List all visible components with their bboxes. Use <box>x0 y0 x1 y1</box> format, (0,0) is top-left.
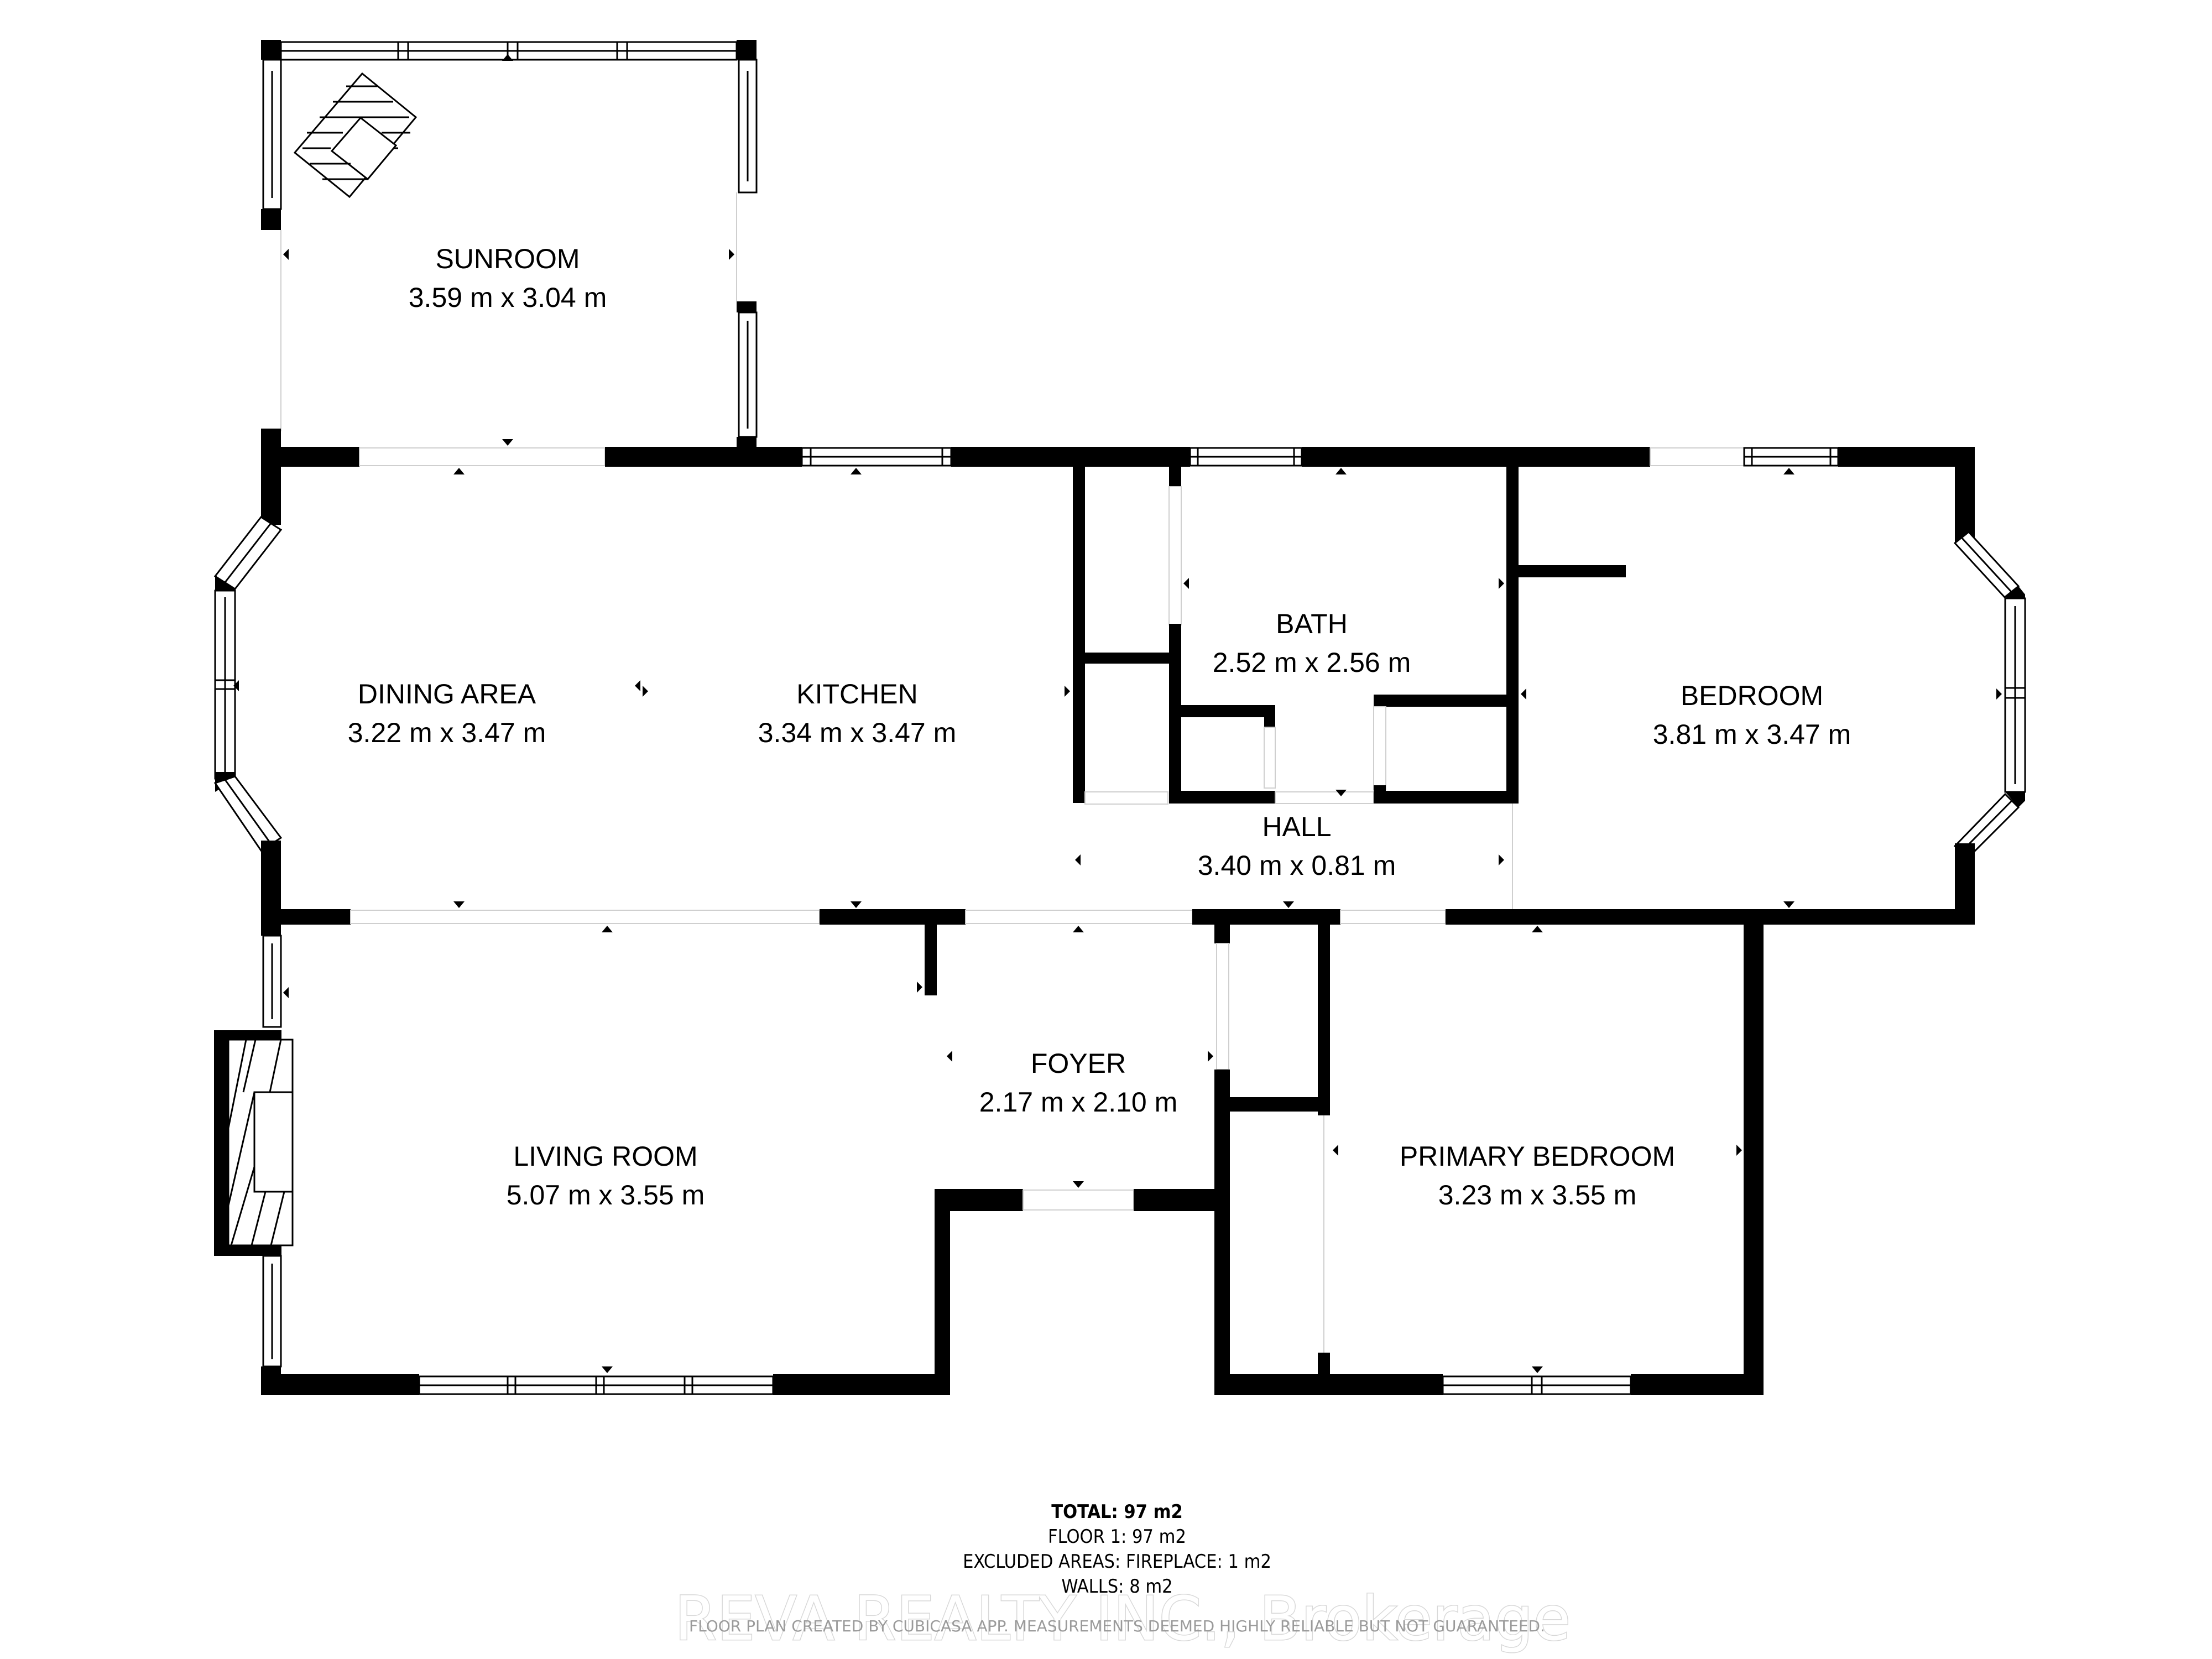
dimension-markers <box>233 54 2002 1373</box>
brokerage-watermark: REVA REALTY INC., Brokerage <box>675 1583 1571 1654</box>
room-dining-area: DINING AREA 3.22 m x 3.47 m <box>348 679 546 748</box>
room-sunroom: SUNROOM 3.59 m x 3.04 m <box>409 243 607 313</box>
room-name: BATH <box>1276 608 1348 639</box>
room-hall: HALL 3.40 m x 0.81 m <box>1198 811 1396 881</box>
room-living-room: LIVING ROOM 5.07 m x 3.55 m <box>507 1141 705 1211</box>
room-name: FOYER <box>1031 1048 1126 1079</box>
main-top-wall <box>261 447 1975 467</box>
room-name: KITCHEN <box>796 679 917 709</box>
excluded-areas: EXCLUDED AREAS: FIREPLACE: 1 m2 <box>963 1551 1271 1573</box>
area-summary: TOTAL: 97 m2 FLOOR 1: 97 m2 EXCLUDED ARE… <box>963 1501 1271 1598</box>
sunroom-walls <box>261 40 758 467</box>
room-bath: BATH 2.52 m x 2.56 m <box>1213 608 1411 678</box>
front-door-opening <box>1022 1190 1134 1211</box>
room-name: HALL <box>1262 811 1331 842</box>
room-dimensions: 3.34 m x 3.47 m <box>758 717 957 748</box>
room-kitchen: KITCHEN 3.34 m x 3.47 m <box>758 679 957 748</box>
total-area: TOTAL: 97 m2 <box>1051 1501 1183 1523</box>
room-name: DINING AREA <box>358 679 536 709</box>
room-primary-bedroom: PRIMARY BEDROOM 3.23 m x 3.55 m <box>1400 1141 1675 1211</box>
room-dimensions: 3.59 m x 3.04 m <box>409 282 607 313</box>
room-foyer: FOYER 2.17 m x 2.10 m <box>979 1048 1178 1118</box>
walls-area: WALLS: 8 m2 <box>1061 1575 1172 1598</box>
main-middle-wall <box>261 909 1975 925</box>
room-name: BEDROOM <box>1681 680 1823 711</box>
room-dimensions: 2.17 m x 2.10 m <box>979 1087 1178 1118</box>
primary-bedroom-walls <box>1230 925 1764 1395</box>
room-bedroom: BEDROOM 3.81 m x 3.47 m <box>1653 680 1851 750</box>
bedroom-bay-window <box>1953 467 2026 925</box>
room-name: LIVING ROOM <box>513 1141 697 1172</box>
room-dimensions: 3.40 m x 0.81 m <box>1198 850 1396 881</box>
room-dimensions: 5.07 m x 3.55 m <box>507 1180 705 1211</box>
room-dimensions: 2.52 m x 2.56 m <box>1213 647 1411 678</box>
fireplace-icon <box>214 1030 294 1256</box>
foyer-walls <box>945 925 1230 1395</box>
hall-foyer-opening <box>965 910 1193 924</box>
watermark: REVA REALTY INC., Brokerage FLOOR PLAN C… <box>674 1583 1572 1655</box>
bath-walls <box>1073 467 1626 909</box>
room-dimensions: 3.22 m x 3.47 m <box>348 717 546 748</box>
hall-primary-opening <box>1340 910 1446 924</box>
room-name: PRIMARY BEDROOM <box>1400 1141 1675 1172</box>
room-name: SUNROOM <box>435 243 580 274</box>
sunroom-dining-opening <box>359 447 606 466</box>
dining-bay-window <box>213 467 283 925</box>
room-dimensions: 3.23 m x 3.55 m <box>1438 1180 1637 1211</box>
disclaimer-text: FLOOR PLAN CREATED BY CUBICASA APP. MEAS… <box>689 1617 1545 1635</box>
living-room-walls <box>214 925 950 1395</box>
dining-living-opening <box>350 910 820 924</box>
room-dimensions: 3.81 m x 3.47 m <box>1653 719 1851 750</box>
floor1-area: FLOOR 1: 97 m2 <box>1048 1526 1186 1548</box>
stairs-icon <box>293 72 418 199</box>
